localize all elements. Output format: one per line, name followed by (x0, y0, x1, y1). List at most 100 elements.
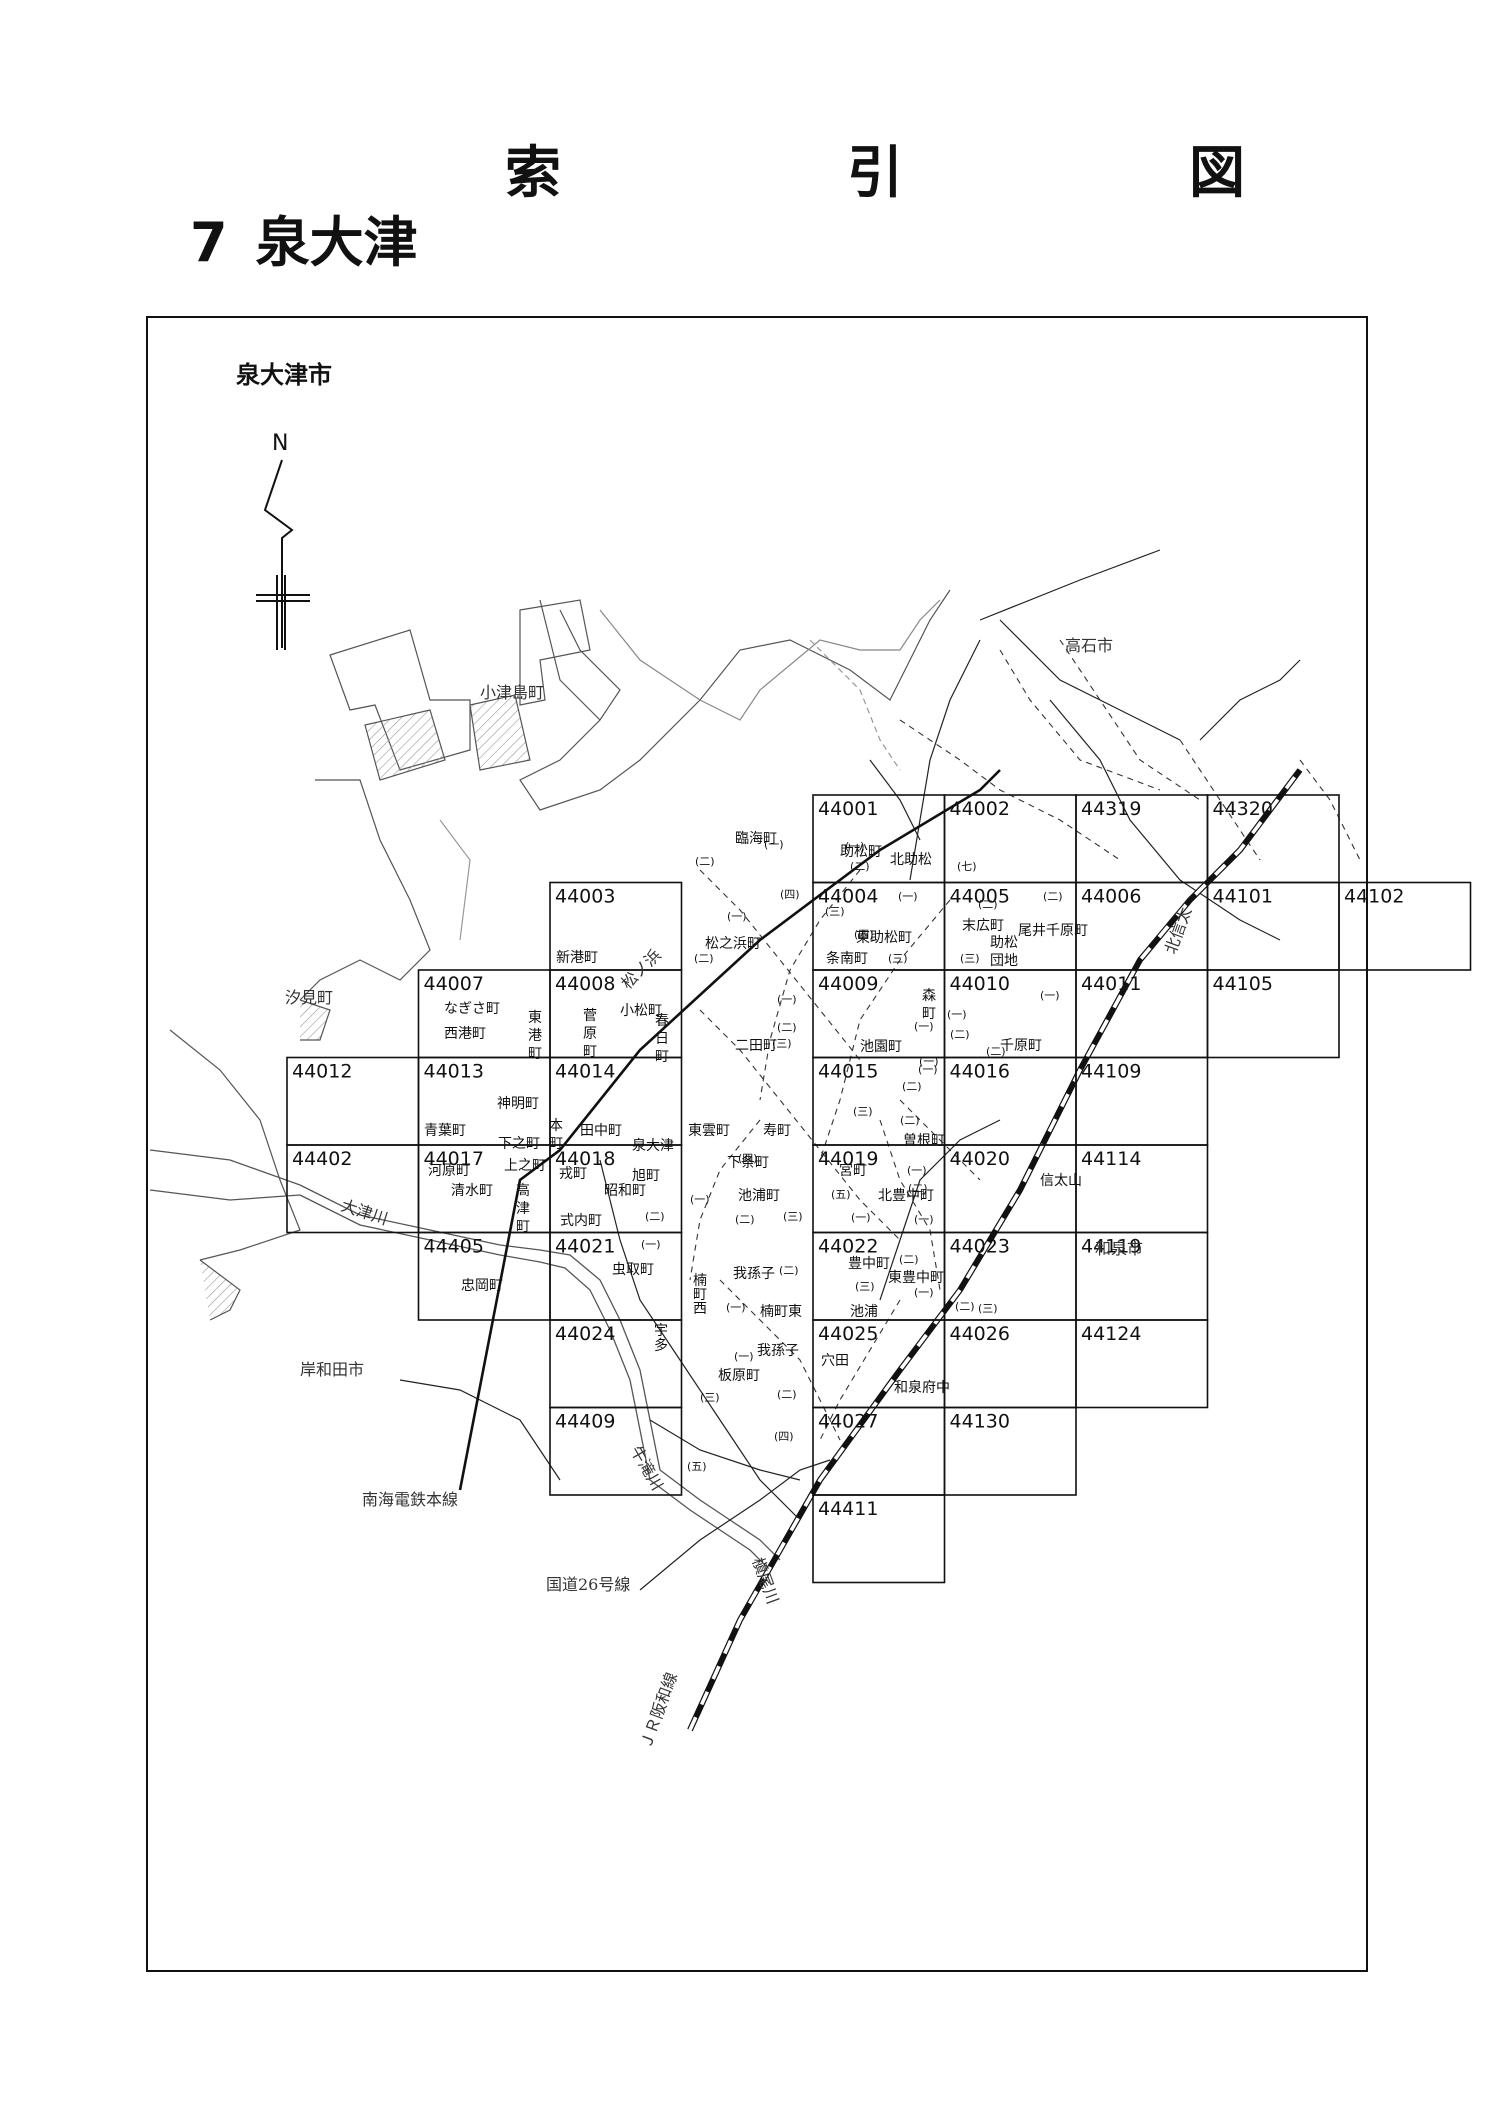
sheet-number: 44402 (292, 1148, 352, 1170)
sub-area-marker: (三) (700, 1391, 720, 1404)
sheet-number: 44105 (1213, 973, 1273, 995)
place-label: 南海電鉄本線 (362, 1490, 458, 1509)
sheet-number: 44015 (818, 1061, 878, 1083)
sheet-cell-44109[interactable]: 44109 (1075, 1056, 1209, 1146)
neighborhood-label: 原 (583, 1026, 597, 1042)
sheet-number: 44023 (950, 1236, 1010, 1258)
place-label: ＪＲ阪和線 (636, 1670, 681, 1752)
compass-n-label: N (272, 431, 288, 456)
sub-area-marker: (二) (986, 1045, 1006, 1058)
place-label: 松ノ浜 (617, 945, 664, 992)
sheet-cell-44409[interactable]: 44409 (549, 1406, 683, 1496)
sheet-cell-44102[interactable]: 44102 (1338, 881, 1472, 971)
sheet-number: 44013 (424, 1061, 484, 1083)
neighborhood-label: 津 (516, 1201, 530, 1217)
neighborhood-label: 宇 (654, 1323, 668, 1339)
neighborhood-label: 港 (528, 1028, 542, 1044)
sheet-cell-44124[interactable]: 44124 (1075, 1319, 1209, 1409)
neighborhood-label: 下条町 (727, 1154, 769, 1171)
sub-area-marker: (二) (645, 1210, 665, 1223)
sheet-number: 44109 (1081, 1061, 1141, 1083)
sub-area-marker: (四) (774, 1430, 794, 1443)
sheet-cell-44026[interactable]: 44026 (943, 1319, 1077, 1409)
sheet-cell-44012[interactable]: 44012 (286, 1056, 420, 1146)
map-frame (146, 316, 1368, 1972)
sub-area-marker: (一) (851, 1211, 871, 1224)
neighborhood-label: 豊中町 (848, 1256, 890, 1272)
neighborhood-label: 条南町 (826, 950, 868, 967)
sheet-number: 44027 (818, 1411, 878, 1433)
sheet-cell-44016[interactable]: 44016 (943, 1056, 1077, 1146)
sub-area-markers: (一)(二)(一)(二)(七)(二)(三)(四)(一)(二)(一)(三)(四)(… (641, 838, 1063, 1473)
sheet-number: 44005 (950, 886, 1010, 908)
sheet-number: 44012 (292, 1061, 352, 1083)
place-label: 国道26号線 (546, 1575, 630, 1594)
neighborhood-label: 寿町 (763, 1122, 791, 1139)
sheet-number: 44025 (818, 1323, 878, 1345)
neighborhood-label: 泉大津 (632, 1137, 674, 1154)
sub-area-marker: (二) (694, 952, 714, 965)
coastline (169, 589, 951, 1321)
place-label: 大津川 (339, 1196, 391, 1229)
sheet-cell-44001[interactable]: 44001 (812, 794, 946, 884)
neighborhood-label: 池浦町 (738, 1188, 780, 1204)
neighborhood-label: 西港町 (444, 1026, 486, 1042)
sheet-number: 44405 (424, 1236, 484, 1258)
sheet-cell-44130[interactable]: 44130 (943, 1406, 1077, 1496)
sheet-number: 44011 (1081, 973, 1141, 995)
neighborhood-label: 昭和町 (604, 1183, 646, 1199)
roads (399, 549, 1301, 1591)
neighborhood-label: 神明町 (497, 1096, 539, 1112)
neighborhood-label: 町 (693, 1287, 707, 1303)
map-area-name: 泉大津 (255, 211, 418, 274)
neighborhood-label: 助松町 (840, 844, 882, 860)
sheet-cell-44114[interactable]: 44114 (1075, 1144, 1209, 1234)
sub-area-marker: (七) (957, 860, 977, 873)
neighborhood-label: 北助松 (890, 852, 932, 868)
map-heading: 7 泉大津 (190, 198, 418, 277)
sheet-cell-44101[interactable]: 44101 (1206, 881, 1340, 971)
sub-area-marker: (一) (947, 1008, 967, 1021)
neighborhood-label: 団地 (990, 953, 1018, 969)
sheet-cell-44105[interactable]: 44105 (1206, 969, 1340, 1059)
sheet-number: 44002 (950, 798, 1010, 820)
sheet-number: 44001 (818, 798, 878, 820)
neighborhood-label: 北豊中町 (878, 1188, 934, 1204)
neighborhood-label: 町 (655, 1049, 669, 1065)
sheet-number: 44411 (818, 1498, 878, 1520)
neighborhood-label: 町 (516, 1219, 530, 1235)
neighborhood-label: 楠町東 (760, 1304, 802, 1320)
neighborhood-label: 末広町 (962, 918, 1004, 934)
sheet-number: 44009 (818, 973, 878, 995)
sheet-cell-44411[interactable]: 44411 (812, 1494, 946, 1584)
sub-area-marker: (三) (853, 1105, 873, 1118)
sub-area-marker: (一) (727, 910, 747, 923)
map-number: 7 (190, 211, 228, 274)
place-label: 高石市 (1065, 636, 1113, 655)
sheet-number: 44026 (950, 1323, 1010, 1345)
sub-area-marker: (三) (888, 952, 908, 965)
neighborhood-label: 日 (655, 1031, 669, 1047)
neighborhood-label: 多 (654, 1337, 668, 1354)
sheet-cell-44027[interactable]: 44027 (812, 1406, 946, 1496)
neighborhood-label: 尾井千原町 (1018, 923, 1088, 939)
sheet-number: 44320 (1213, 798, 1273, 820)
sheet-number: 44007 (424, 973, 484, 995)
sub-area-marker: (四) (854, 928, 874, 941)
neighborhood-label: 臨海町 (735, 831, 777, 847)
north-arrow-icon: N (256, 431, 310, 650)
sheet-cell-44319[interactable]: 44319 (1075, 794, 1209, 884)
sheet-cell-44405[interactable]: 44405 (417, 1231, 551, 1321)
neighborhood-label: 田中町 (580, 1123, 622, 1139)
sub-area-marker: (三) (855, 1280, 875, 1293)
rivers (149, 1149, 781, 1571)
neighborhood-label: 和泉府中 (894, 1379, 950, 1396)
sheet-number: 44018 (555, 1148, 615, 1170)
sheet-number: 44024 (555, 1323, 615, 1345)
sub-area-marker: (二) (900, 1114, 920, 1127)
neighborhood-label: 西 (693, 1301, 707, 1317)
sub-area-marker: (三) (978, 1302, 998, 1315)
neighborhood-label: 曽根町 (903, 1133, 945, 1149)
sheet-number: 44008 (555, 973, 615, 995)
sheet-number: 44409 (555, 1411, 615, 1433)
